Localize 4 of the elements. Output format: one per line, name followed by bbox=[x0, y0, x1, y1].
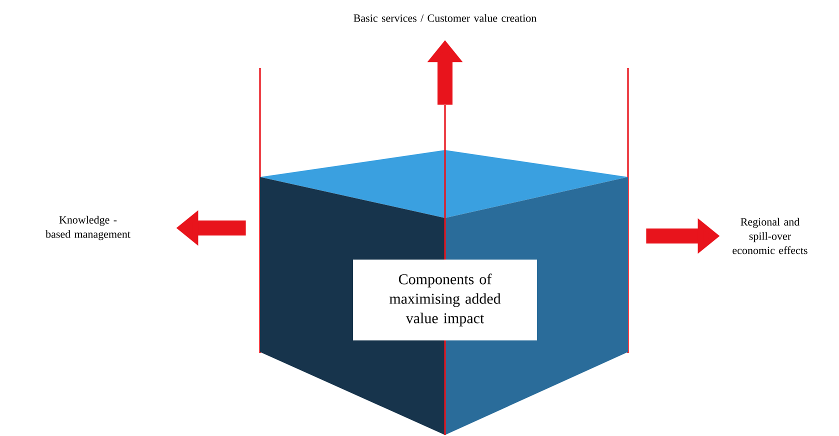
label-box: Components of maximising added value impact bbox=[353, 260, 537, 340]
caption-text: Basic services / Customer value creation bbox=[354, 14, 536, 22]
caption-text: Regional and spill-over economic effects bbox=[732, 218, 808, 254]
caption-text: Knowledge - based management bbox=[46, 216, 130, 240]
